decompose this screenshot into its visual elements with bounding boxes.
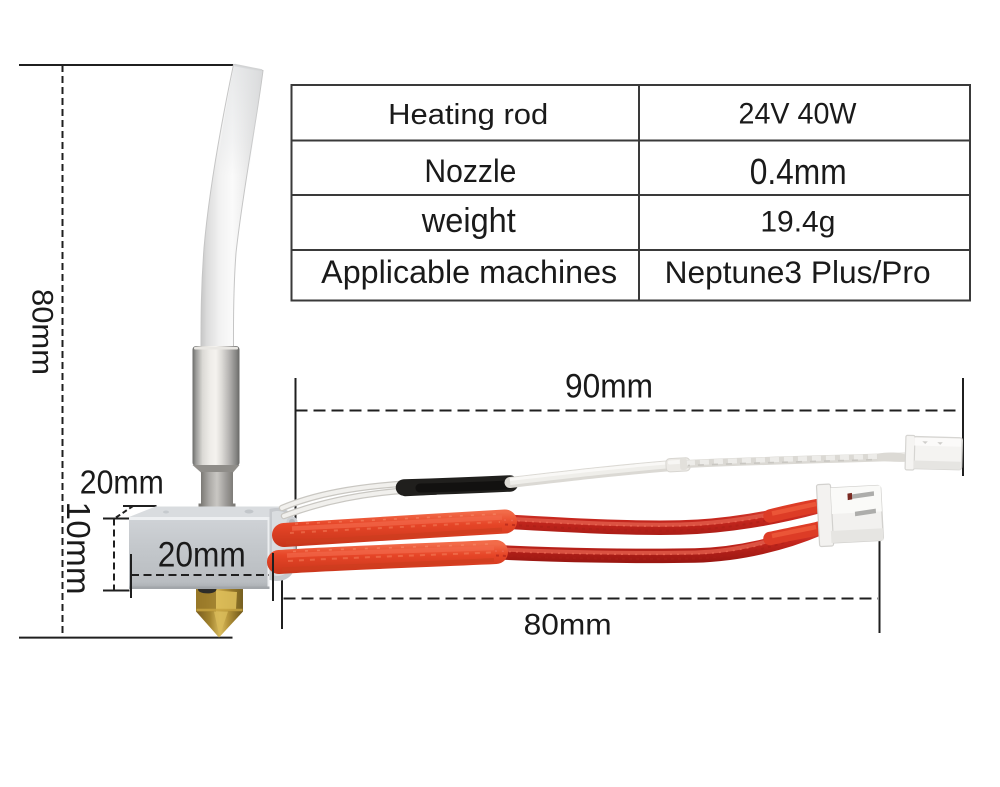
svg-text:90mm: 90mm xyxy=(565,368,653,406)
svg-text:weight: weight xyxy=(421,202,516,240)
svg-text:Applicable machines: Applicable machines xyxy=(321,254,617,290)
svg-text:24V 40W: 24V 40W xyxy=(739,98,858,131)
svg-text:80mm: 80mm xyxy=(524,609,612,642)
svg-text:20mm: 20mm xyxy=(80,463,164,500)
svg-text:Heating rod: Heating rod xyxy=(388,99,548,131)
svg-text:Nozzle: Nozzle xyxy=(424,153,516,189)
svg-text:80mm: 80mm xyxy=(26,289,59,375)
svg-text:0.4mm: 0.4mm xyxy=(750,151,847,192)
svg-text:Neptune3 Plus/Pro: Neptune3 Plus/Pro xyxy=(665,254,931,290)
svg-text:20mm: 20mm xyxy=(158,536,246,575)
svg-text:19.4g: 19.4g xyxy=(760,206,835,239)
svg-text:10mm: 10mm xyxy=(60,502,97,595)
